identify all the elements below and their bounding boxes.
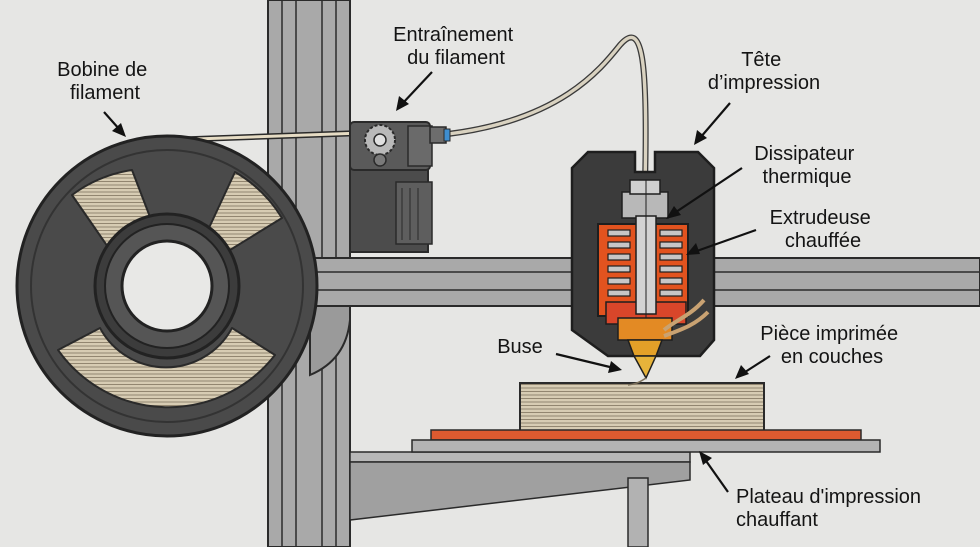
label-spool: Bobine de filament bbox=[57, 59, 153, 104]
leader-arrows bbox=[103, 71, 771, 493]
label-drive: Entraînement du filament bbox=[393, 24, 519, 69]
bowden-tube bbox=[447, 34, 649, 186]
filament-spool bbox=[15, 134, 319, 438]
label-heatsink: Dissipateur thermique bbox=[754, 143, 860, 188]
label-part: Pièce imprimée en couches bbox=[760, 323, 903, 368]
label-bed: Plateau d'impression chauffant bbox=[736, 486, 927, 531]
label-hotend: Extrudeuse chauffée bbox=[770, 207, 877, 252]
label-nozzle: Buse bbox=[497, 336, 543, 358]
spool-window bbox=[57, 327, 276, 409]
printed-part bbox=[519, 377, 765, 432]
label-printhead: Tête d’impression bbox=[708, 49, 820, 94]
heated-bed bbox=[411, 429, 881, 453]
heatsink-fins bbox=[607, 229, 683, 297]
spool-hub-hole bbox=[120, 239, 214, 333]
nozzle bbox=[626, 339, 664, 380]
print-head bbox=[570, 150, 716, 358]
filament-drive bbox=[349, 121, 451, 253]
